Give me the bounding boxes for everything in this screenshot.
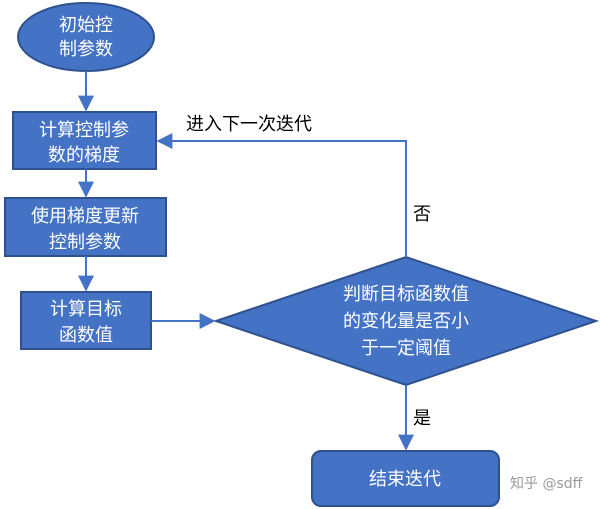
compute-objective-line-1: 计算目标: [50, 299, 122, 320]
update-params-line-2: 控制参数: [49, 232, 121, 253]
compute-gradient-node: 计算控制参 数的梯度: [12, 111, 157, 170]
start-node-line-2: 制参数: [59, 39, 113, 60]
start-node-line-1: 初始控: [59, 15, 113, 36]
loop-label: 进入下一次迭代: [186, 114, 312, 135]
start-node: 初始控 制参数: [17, 2, 155, 72]
compute-gradient-line-1: 计算控制参: [39, 120, 129, 141]
decision-node: 判断目标函数值 的变化量是否小 于一定阈值: [212, 255, 600, 387]
compute-gradient-line-2: 数的梯度: [48, 145, 120, 166]
compute-objective-node: 计算目标 函数值: [20, 291, 152, 350]
compute-objective-line-2: 函数值: [59, 325, 113, 346]
decision-line-2: 的变化量是否小: [343, 311, 469, 332]
edge-yes-label: 是: [413, 408, 431, 429]
edge-decision-loop-back: [156, 133, 407, 257]
update-params-line-1: 使用梯度更新: [31, 206, 139, 227]
update-params-node: 使用梯度更新 控制参数: [4, 197, 167, 257]
watermark: 知乎 @sdff: [510, 475, 583, 492]
decision-line-1: 判断目标函数值: [343, 284, 469, 305]
decision-line-3: 于一定阈值: [361, 338, 451, 359]
end-node-label: 结束迭代: [369, 469, 441, 490]
edge-no-label: 否: [413, 204, 431, 225]
end-node: 结束迭代: [311, 450, 500, 507]
